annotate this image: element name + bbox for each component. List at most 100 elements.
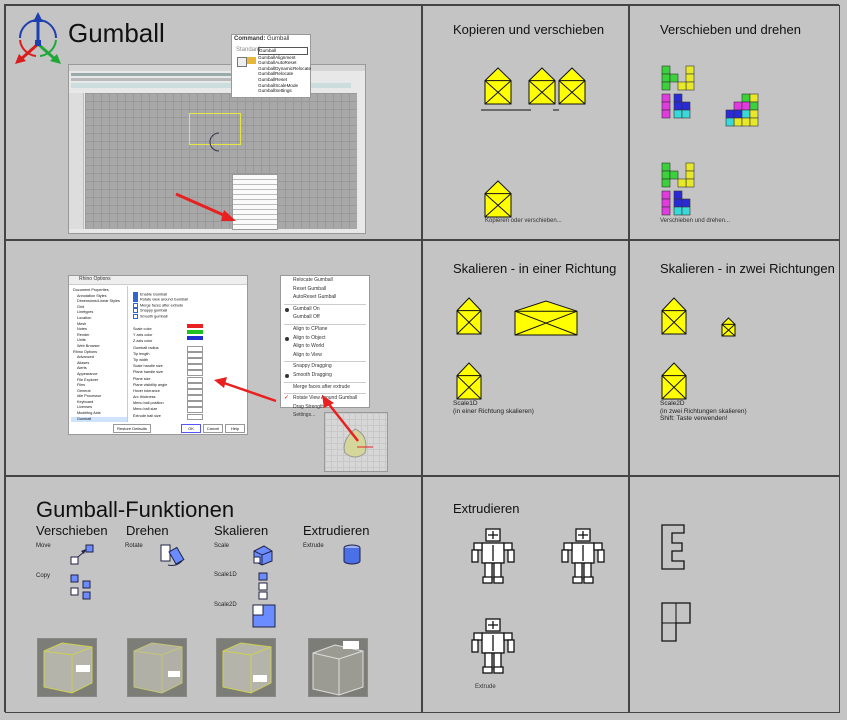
tetromino-block — [673, 101, 683, 111]
options-checkbox[interactable]: Rotate view around Gumball — [133, 297, 243, 303]
options-field: Y axis color — [133, 333, 153, 338]
options-tree-item[interactable]: Keyboard — [77, 399, 94, 404]
context-menu-item[interactable]: Merge faces after extrude — [293, 383, 350, 390]
options-tree-item[interactable]: Notes — [77, 327, 87, 332]
options-tree-item[interactable]: File Explorer — [77, 377, 99, 382]
robot-icon — [471, 618, 515, 674]
context-menu-item[interactable]: Align to CPlane — [293, 325, 328, 332]
options-tree-item[interactable]: Advanced — [77, 355, 94, 360]
scale2d-caption: Scale2D (in zwei Richtungen skalieren) S… — [660, 400, 747, 422]
scale-label: Scale — [214, 543, 230, 549]
command-option[interactable]: GumballScaleMode — [258, 82, 299, 88]
scale2d-label: Scale2D — [214, 602, 237, 608]
options-tree-item[interactable]: Modeling Aids — [77, 411, 101, 416]
options-tree-item[interactable]: Rhino Options — [73, 349, 98, 354]
tetromino-block — [681, 101, 691, 111]
options-tree-item[interactable]: Mesh — [77, 321, 87, 326]
context-menu-item[interactable]: Settings... — [293, 412, 316, 419]
options-tree-item[interactable]: Document Properties — [73, 288, 109, 292]
scale-icon[interactable] — [250, 543, 276, 567]
command-option[interactable]: GumballSettings — [258, 88, 292, 94]
tetromino-block — [661, 109, 671, 119]
options-tree-item[interactable]: Linetypes — [77, 310, 94, 315]
house-icons-copy — [481, 67, 586, 218]
options-tree-item[interactable]: Licenses — [77, 405, 92, 410]
tetromino-block — [685, 65, 695, 75]
context-menu-item[interactable]: AutoReset Gumball — [293, 294, 337, 301]
options-tree-item[interactable]: Appearance — [77, 371, 98, 376]
options-field: Menu ball size — [133, 406, 243, 414]
command-option[interactable]: GumballRelocate — [258, 71, 294, 77]
tetromino-block — [749, 93, 759, 103]
options-tree-item[interactable]: Alerts — [77, 366, 87, 371]
options-tree-item[interactable]: Web Browser — [77, 343, 100, 348]
options-tree-item[interactable]: Location — [77, 315, 92, 320]
context-menu-item[interactable]: Smooth Dragging — [281, 372, 369, 381]
house-icon — [661, 362, 687, 400]
options-tree-item[interactable]: Idle Processor — [77, 394, 102, 399]
extrude-thumbnail — [308, 638, 368, 697]
copy-label: Copy — [36, 573, 51, 579]
wide-house-icon — [514, 300, 578, 336]
options-checkbox[interactable]: Merge faces after extrude — [133, 302, 243, 308]
help-button[interactable]: Help — [225, 424, 245, 433]
restore-defaults-button[interactable]: Restore Defaults — [113, 424, 151, 433]
context-menu-item[interactable]: Align to View — [293, 351, 322, 358]
command-option[interactable]: GumballDynamicRelocate — [258, 65, 312, 71]
options-field: Gumball radius — [133, 345, 243, 352]
options-tree-item[interactable]: Aliases — [77, 360, 90, 365]
options-tree-item[interactable]: Dimensions/Linear Styles — [77, 299, 120, 304]
context-menu-item[interactable]: Reset Gumball — [293, 285, 327, 292]
scale1d-icon[interactable] — [256, 571, 270, 601]
scale-thumbnail — [216, 638, 276, 697]
copy-icon[interactable] — [68, 573, 96, 601]
extrude-icon[interactable] — [340, 543, 364, 567]
context-menu-item[interactable]: Gumball On — [281, 306, 369, 315]
context-menu-item[interactable]: Snappy Dragging — [293, 363, 332, 370]
tetromino-block — [733, 109, 743, 119]
scale2d-title: Skalieren - in zwei Richtungen — [660, 261, 835, 276]
options-checkbox[interactable]: Snappy gumball — [133, 308, 243, 314]
command-option[interactable]: GumballAutoReset — [258, 60, 297, 66]
col-extrudieren: Extrudieren — [303, 523, 370, 538]
context-menu-item[interactable]: Align to World — [293, 343, 325, 350]
rhino-window-screenshot — [68, 64, 366, 234]
ok-button[interactable]: OK — [181, 424, 201, 433]
cancel-button[interactable]: Cancel — [203, 424, 223, 433]
tetromino-block — [661, 206, 671, 216]
command-option[interactable]: GumballReset — [258, 76, 288, 82]
tetromino-block — [733, 101, 743, 111]
options-tree-item[interactable]: Files — [77, 383, 86, 388]
options-tree-item[interactable]: Grid — [77, 304, 85, 309]
tetromino-block — [749, 101, 759, 111]
context-menu-item[interactable]: Drag Strength — [293, 403, 325, 410]
robot-icon — [471, 528, 515, 584]
options-checkbox[interactable]: Smooth gumball — [133, 313, 243, 319]
robot-icon — [561, 528, 605, 584]
options-checkbox[interactable]: Enable Gumball — [133, 292, 243, 297]
options-tree-item[interactable]: Annotation Styles — [77, 293, 107, 298]
options-tree-item[interactable]: Render — [77, 332, 90, 337]
move-icon[interactable] — [68, 543, 96, 567]
scale1d-title: Skalieren - in einer Richtung — [453, 261, 617, 276]
scale2d-icon[interactable] — [250, 603, 278, 629]
options-field: Plane handle size — [133, 369, 243, 377]
command-option[interactable]: GumballAlignment — [258, 54, 296, 60]
options-tree-item[interactable]: Units — [77, 338, 86, 343]
context-menu-item[interactable]: Align to Object — [281, 335, 369, 344]
command-option[interactable]: Gumball — [258, 47, 308, 55]
house-icon — [661, 297, 687, 335]
tetromino-block — [673, 190, 683, 200]
kopieren-title: Kopieren und verschieben — [453, 22, 605, 37]
scale2d-house-icons — [661, 297, 736, 400]
tetromino-block — [681, 198, 691, 208]
rotate-icon[interactable] — [158, 543, 188, 569]
context-menu-item[interactable]: Gumball Off — [293, 314, 320, 321]
context-menu-item[interactable]: Relocate Gumball — [293, 277, 333, 283]
options-tree-item[interactable]: Gumball — [71, 416, 127, 423]
options-tree-item[interactable]: General — [77, 388, 91, 393]
scale1d-label: Scale1D — [214, 572, 237, 578]
